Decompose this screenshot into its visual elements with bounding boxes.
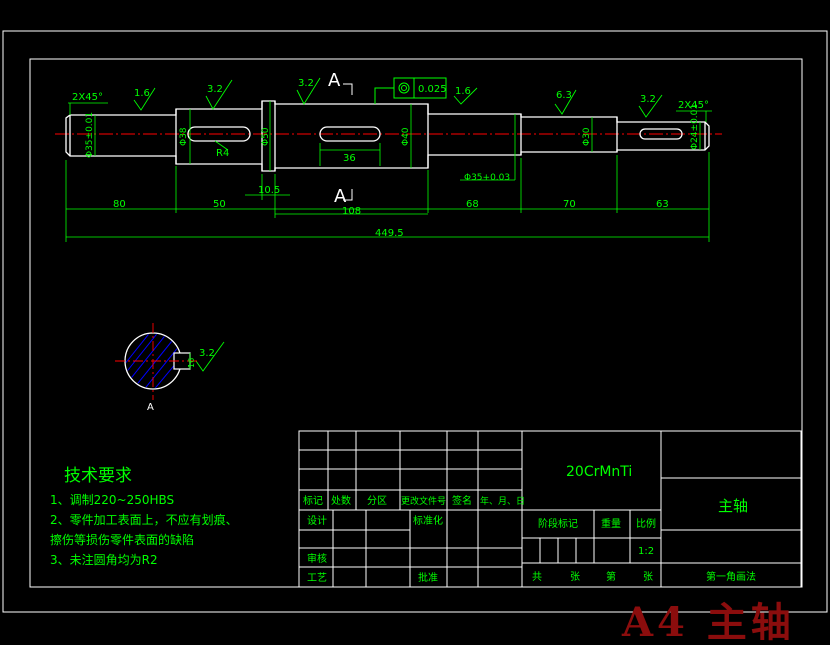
tb-header-3: 分区 — [367, 495, 387, 507]
dim-36: 36 — [343, 153, 356, 164]
chamfer-right-text: 2X45° — [678, 100, 709, 111]
tb-stage-mark: 阶段标记 — [538, 517, 578, 530]
dim-step5: Φ30 — [582, 127, 592, 146]
tb-zhang: 张 — [643, 571, 653, 583]
dim-108: 108 — [342, 206, 361, 217]
title-block — [298, 430, 802, 588]
section-a-bottom: A — [334, 186, 347, 207]
tb-weight: 重量 — [601, 517, 621, 530]
roughness-4: 1.6 — [455, 86, 471, 97]
section-a-top: A — [328, 70, 341, 91]
dim-left-journal: Φ35±0.01 — [85, 112, 95, 158]
tb-header-2: 处数 — [331, 494, 351, 507]
section-markers — [343, 83, 353, 201]
roughness-6: 3.2 — [640, 94, 656, 105]
roughness-symbols — [133, 77, 663, 372]
roughness-5: 6.3 — [556, 90, 572, 101]
tb-scale-label: 比例 — [636, 517, 656, 530]
dim-mid: Φ40 — [401, 127, 411, 146]
dim-68: 68 — [466, 199, 479, 210]
section-letters: A A A — [147, 70, 347, 413]
tb-header-6: 年、月、日 — [480, 495, 525, 507]
dim-total: 449.5 — [375, 228, 404, 239]
drawing-texts: 2X45° 2X45° 1.6 3.2 3.2 1.6 6.3 3.2 3.2 … — [72, 78, 709, 368]
dim-10-5: 10.5 — [258, 185, 280, 196]
tolerance-frame — [374, 77, 447, 104]
chamfer-left-text: 2X45° — [72, 92, 103, 103]
outer-frame — [2, 30, 828, 613]
tolerance-value: 0.025 — [418, 84, 447, 95]
dim-step2: Φ38 — [179, 127, 189, 146]
roughness-2: 3.2 — [207, 84, 223, 95]
tech-item-2: 2、零件加工表面上，不应有划痕、 — [50, 513, 238, 527]
roughness-3: 3.2 — [298, 78, 314, 89]
dim-right-end: Φ24±0.01 — [690, 104, 700, 150]
dim-key-section: 16 — [187, 358, 196, 368]
tb-review: 审核 — [307, 552, 327, 565]
title-block-texts: 标记 处数 分区 更改文件号 签名 年、月、日 设计 标准化 审核 工艺 批准 … — [303, 464, 756, 584]
tech-item-1: 1、调制220~250HBS — [50, 493, 175, 507]
tb-scale-value: 1:2 — [638, 546, 654, 557]
tech-item-3: 擦伤等损伤零件表面的缺陷 — [50, 533, 195, 547]
tb-total: 共 — [532, 571, 542, 583]
dim-r4: R4 — [216, 148, 229, 159]
tb-header-4: 更改文件号 — [401, 495, 446, 507]
roughness-7: 3.2 — [199, 348, 215, 359]
tb-page: 第 — [606, 570, 616, 583]
dim-collar: Φ50 — [261, 127, 271, 146]
dimension-lines — [65, 101, 712, 242]
dim-70: 70 — [563, 199, 576, 210]
tb-material: 20CrMnTi — [566, 464, 632, 480]
roughness-1: 1.6 — [134, 88, 150, 99]
tb-design: 设计 — [307, 514, 327, 527]
tb-process: 工艺 — [307, 572, 327, 584]
tb-standardize: 标准化 — [413, 514, 443, 527]
tb-sheet: 张 — [570, 571, 580, 583]
tb-part-name: 主轴 — [718, 497, 748, 515]
technical-requirements: 技术要求 1、调制220~250HBS 2、零件加工表面上，不应有划痕、 擦伤等… — [50, 466, 238, 570]
tech-item-4: 3、未注圆角均为R2 — [50, 553, 158, 567]
watermark-stamp: A4 主轴 — [622, 599, 795, 645]
tb-header-5: 签名 — [452, 494, 472, 507]
tb-view: 第一角画法 — [706, 570, 756, 583]
shaft-outline — [65, 100, 710, 172]
dim-63: 63 — [656, 199, 669, 210]
tech-title: 技术要求 — [64, 466, 132, 486]
tb-header-1: 标记 — [303, 495, 323, 507]
dim-50: 50 — [213, 199, 226, 210]
dim-mid-tol: Φ35+0.03 — [464, 173, 510, 183]
section-a-view: A — [147, 402, 154, 413]
section-view — [115, 323, 198, 400]
dim-80: 80 — [113, 199, 126, 210]
tb-approve: 批准 — [418, 571, 438, 584]
